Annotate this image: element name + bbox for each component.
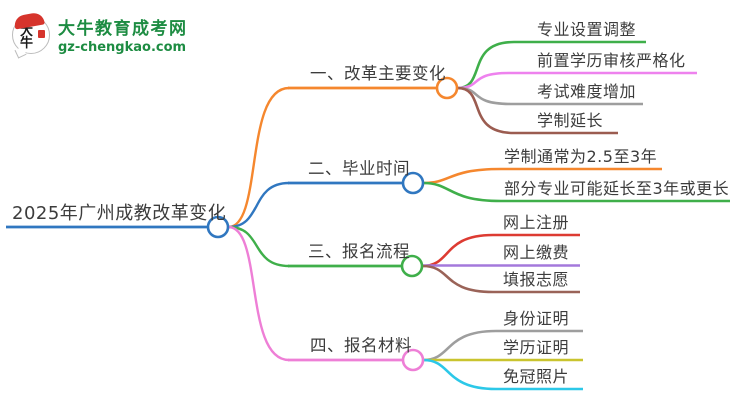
root-topic-label: 2025年广州成教改革变化 [12,203,227,224]
branch1-child2-label: 前置学历审核严格化 [537,51,686,70]
branch1-node-circle [435,76,459,100]
branch4-child1-label: 身份证明 [503,309,570,328]
branch3-label: 三、报名流程 [308,242,410,261]
root-node-circle [206,215,230,239]
logo-hat-shape [13,10,45,30]
logo-bull-icon: 大牛 [12,10,50,58]
logo-seal-icon [38,29,45,38]
branch1-label: 一、改革主要变化 [310,64,446,83]
logo-text-block: 大牛教育成考网 gz-chengkao.com [58,14,188,55]
edge-root-branch2 [228,181,290,229]
site-url: gz-chengkao.com [58,40,187,55]
branch2-node-circle [401,171,425,195]
branch1-child1-label: 专业设置调整 [537,20,637,39]
edge-branch2-child2 [423,181,730,203]
site-logo: 大牛 大牛教育成考网 gz-chengkao.com [12,10,188,58]
branch3-child2-label: 网上缴费 [503,243,570,262]
branch1-child4-label: 学制延长 [537,111,604,130]
edge-branch3-child3 [422,264,580,294]
edge-branch4-child3 [423,358,583,391]
branch4-label: 四、报名材料 [310,336,412,355]
branch3-child3-label: 填报志愿 [503,270,570,289]
site-name: 大牛教育成考网 [58,19,188,39]
branch2-child2-label: 部分专业可能延长至3年或更长 [504,179,730,198]
branch1-child3-label: 考试难度增加 [537,82,637,101]
branch2-label: 二、毕业时间 [308,159,410,178]
edge-root-branch1 [228,86,290,229]
edge-root-branch4 [228,225,290,362]
branch3-node-circle [400,254,424,278]
branch3-child1-label: 网上注册 [503,213,570,232]
branch2-child1-label: 学制通常为2.5至3年 [504,147,658,166]
edge-branch1-child4 [457,86,618,135]
bran4-child3-label: 免冠照片 [503,367,570,386]
edge-root-branch3 [228,225,290,268]
branch4-child2-label: 学历证明 [503,338,570,357]
branch4-node-circle [401,348,425,372]
